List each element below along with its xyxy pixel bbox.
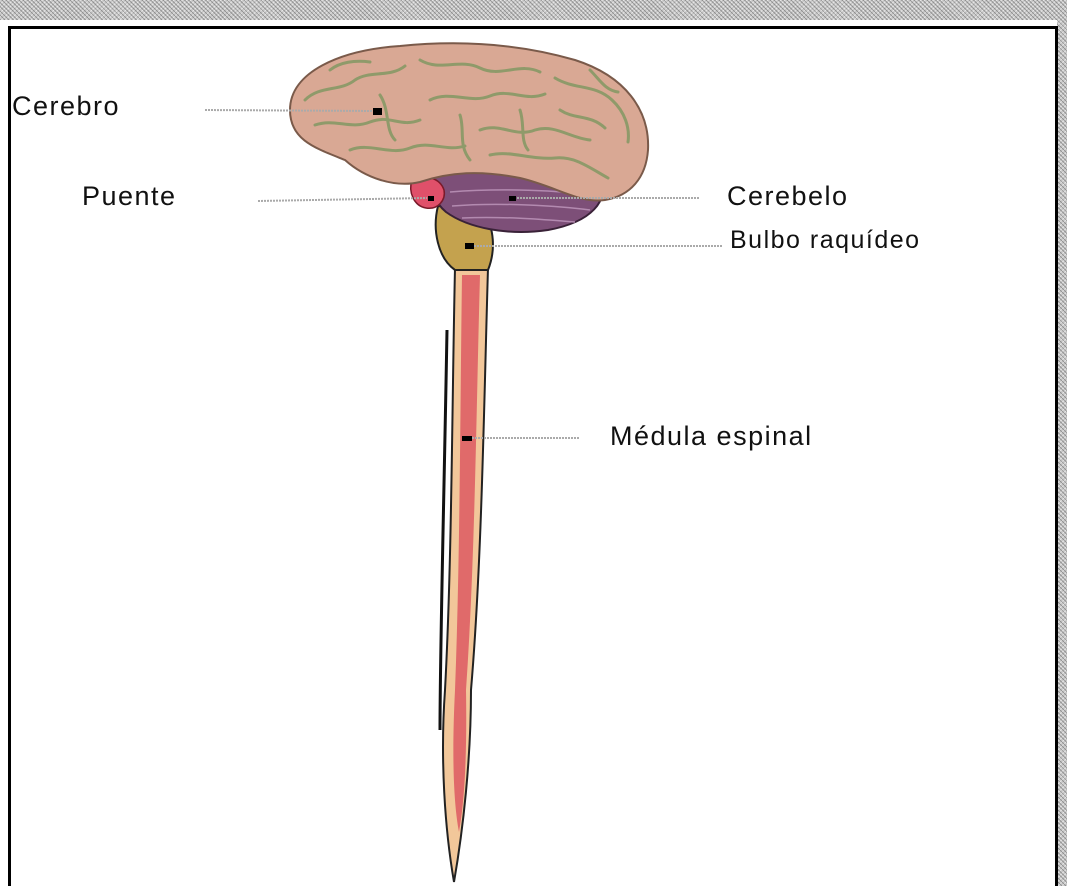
label-cerebro: Cerebro [12, 93, 120, 120]
spinal-cord-marker [462, 436, 472, 441]
leader-line-cerebro [205, 110, 372, 111]
cerebrum-marker [373, 108, 382, 115]
medulla-marker [465, 243, 474, 249]
pons-marker [428, 196, 434, 201]
spinal-cord [440, 268, 488, 882]
leader-line-puente [258, 198, 427, 201]
label-puente: Puente [82, 183, 177, 210]
label-medula-espinal: Médula espinal [610, 423, 813, 450]
cerebellum-marker [509, 196, 516, 201]
label-bulbo-raquideo: Bulbo raquídeo [730, 228, 921, 253]
label-cerebelo: Cerebelo [727, 183, 849, 210]
